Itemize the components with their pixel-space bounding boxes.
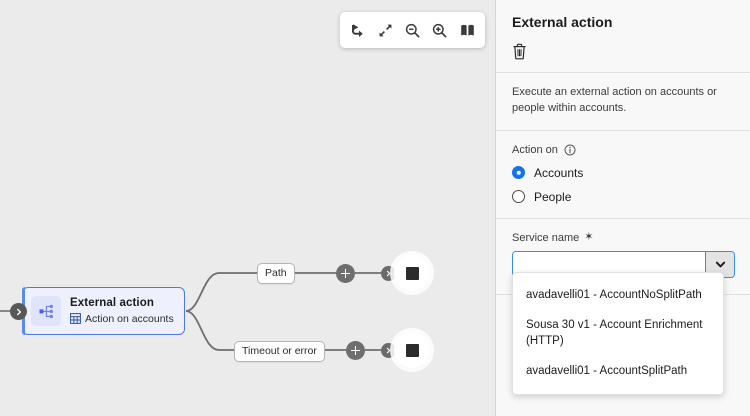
- add-step-button-timeout[interactable]: [346, 341, 365, 360]
- service-name-dropdown-list[interactable]: avadavelli01 - AccountNoSplitPath Sousa …: [512, 272, 724, 396]
- service-name-label: Service name: [512, 231, 580, 244]
- required-marker: ✶: [584, 231, 594, 244]
- node-text: External action Action on accounts: [70, 297, 174, 324]
- page-title: External action: [512, 14, 613, 30]
- branch-label-path[interactable]: Path: [257, 263, 295, 284]
- stop-square-icon: [405, 266, 419, 280]
- radio-people-label: People: [534, 189, 572, 204]
- action-on-section: Action on Accounts People: [496, 131, 750, 219]
- dropdown-option[interactable]: Sousa 30 v1 - Account Enrichment (HTTP): [526, 319, 703, 348]
- radio-option-accounts[interactable]: Accounts: [512, 166, 734, 180]
- panel-description: Execute an external action on accounts o…: [496, 73, 750, 131]
- map-overview-icon[interactable]: [454, 17, 480, 43]
- node-title: External action: [70, 297, 154, 310]
- node-subtitle-label: Action on accounts: [85, 312, 174, 325]
- panel-header: External action: [496, 0, 750, 73]
- end-node-entry-connector-path[interactable]: [381, 266, 396, 281]
- radio-option-people[interactable]: People: [512, 190, 734, 204]
- workflow-canvas[interactable]: External action Action on accounts Path …: [0, 0, 495, 416]
- trash-icon: [513, 43, 526, 59]
- chevron-right-icon: [16, 308, 21, 315]
- zoom-out-icon[interactable]: [399, 17, 425, 43]
- branch-split-icon: [31, 296, 61, 326]
- grid-table-icon: [70, 313, 81, 325]
- undo-redo-icon[interactable]: [345, 17, 371, 43]
- action-on-label: Action on: [512, 143, 558, 156]
- branch-label-timeout[interactable]: Timeout or error: [234, 341, 325, 362]
- radio-accounts-indicator[interactable]: [512, 166, 525, 180]
- dropdown-option[interactable]: avadavelli01 - AccountNoSplitPath: [526, 289, 702, 301]
- fit-to-screen-icon[interactable]: [372, 17, 398, 43]
- end-node-entry-connector-timeout[interactable]: [381, 343, 396, 358]
- node-subtitle-row: Action on accounts: [70, 313, 174, 325]
- delete-button[interactable]: [512, 40, 534, 62]
- chevron-down-icon: [715, 261, 725, 268]
- radio-accounts-label: Accounts: [534, 165, 584, 180]
- zoom-in-icon[interactable]: [427, 17, 453, 43]
- chevron-right-icon: [386, 347, 391, 354]
- node-entry-connector[interactable]: [10, 303, 27, 320]
- canvas-toolbar: [340, 12, 485, 48]
- add-step-button-path[interactable]: [336, 264, 355, 283]
- radio-people-indicator[interactable]: [512, 190, 525, 204]
- dropdown-option[interactable]: avadavelli01 - AccountSplitPath: [526, 365, 688, 378]
- stop-square-icon: [405, 343, 419, 357]
- service-name-label-row: Service name ✶: [512, 232, 734, 244]
- action-on-label-row: Action on: [512, 144, 734, 156]
- end-node-path[interactable]: [394, 255, 430, 291]
- info-icon[interactable]: [564, 144, 576, 156]
- node-external-action[interactable]: External action Action on accounts: [22, 287, 185, 335]
- end-node-timeout[interactable]: [394, 332, 430, 368]
- chevron-right-icon: [386, 270, 391, 277]
